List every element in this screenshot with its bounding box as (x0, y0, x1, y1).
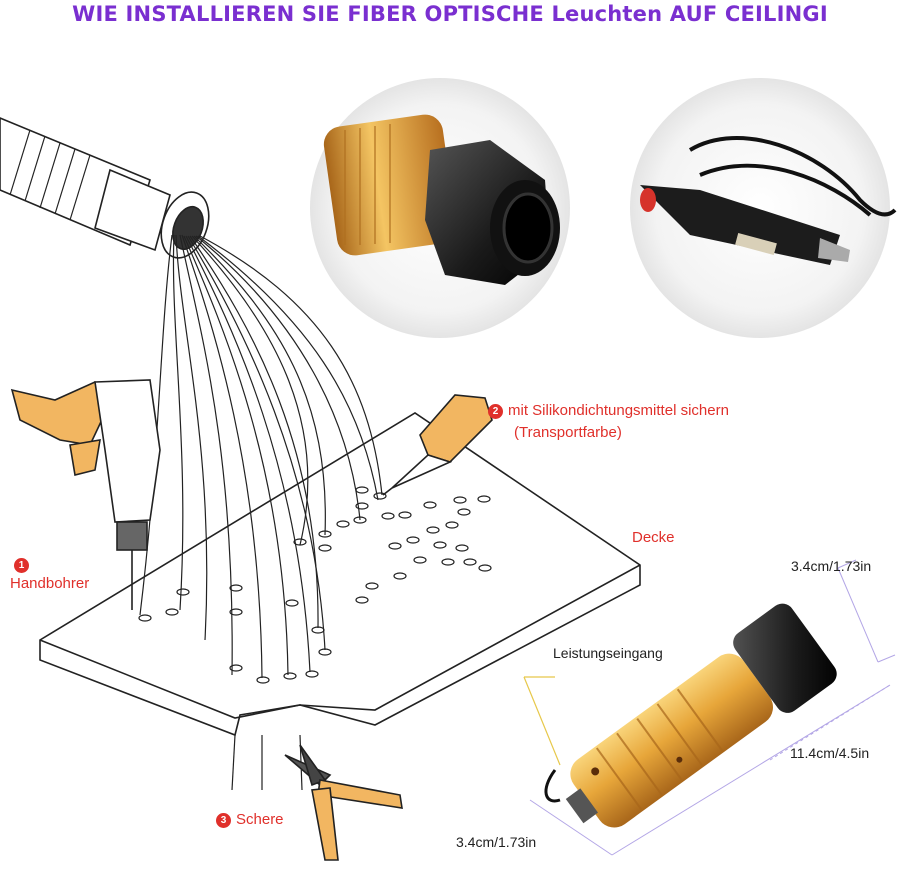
step-3-number: 3 (216, 813, 231, 828)
dimension-lines (529, 559, 896, 856)
ceiling-board (39, 412, 641, 737)
step-3-text: Schere (236, 811, 284, 828)
step-1-text: Handbohrer (10, 575, 90, 592)
page-title: WIE INSTALLIEREN SIE FIBER OPTISCHE Leuc… (72, 2, 828, 26)
power-input-label: Leistungseingang (553, 645, 663, 661)
light-source-photo (565, 603, 837, 828)
step-3-label: 3 Schere (216, 811, 284, 828)
step-1-number: 1 (14, 558, 29, 573)
dimension-length: 11.4cm/4.5in (790, 745, 870, 761)
car-plug-photo (630, 78, 897, 338)
step-2-number: 2 (488, 404, 503, 419)
ceiling-holes (138, 486, 492, 684)
hand-drill (10, 379, 161, 610)
step-2-text-line1: mit Silikondichtungsmittel sichern (508, 402, 729, 419)
light-source-tube (0, 117, 210, 259)
leader-lines (523, 676, 561, 766)
step-1-label: 1 Handbohrer (10, 558, 89, 592)
dimension-top-width: 3.4cm/1.73in (791, 558, 872, 574)
dimension-bottom-width: 3.4cm/1.73in (456, 834, 537, 850)
silicone-bottle (382, 394, 493, 496)
step-2-text-line2: (Transportfarbe) (514, 424, 622, 441)
scissors (284, 744, 403, 861)
fiber-strands (139, 234, 383, 791)
ceiling-label: Decke (632, 529, 675, 546)
gland-closeup-photo (310, 78, 570, 338)
step-2-label: 2 mit Silikondichtungsmittel sichern (Tra… (488, 400, 729, 444)
